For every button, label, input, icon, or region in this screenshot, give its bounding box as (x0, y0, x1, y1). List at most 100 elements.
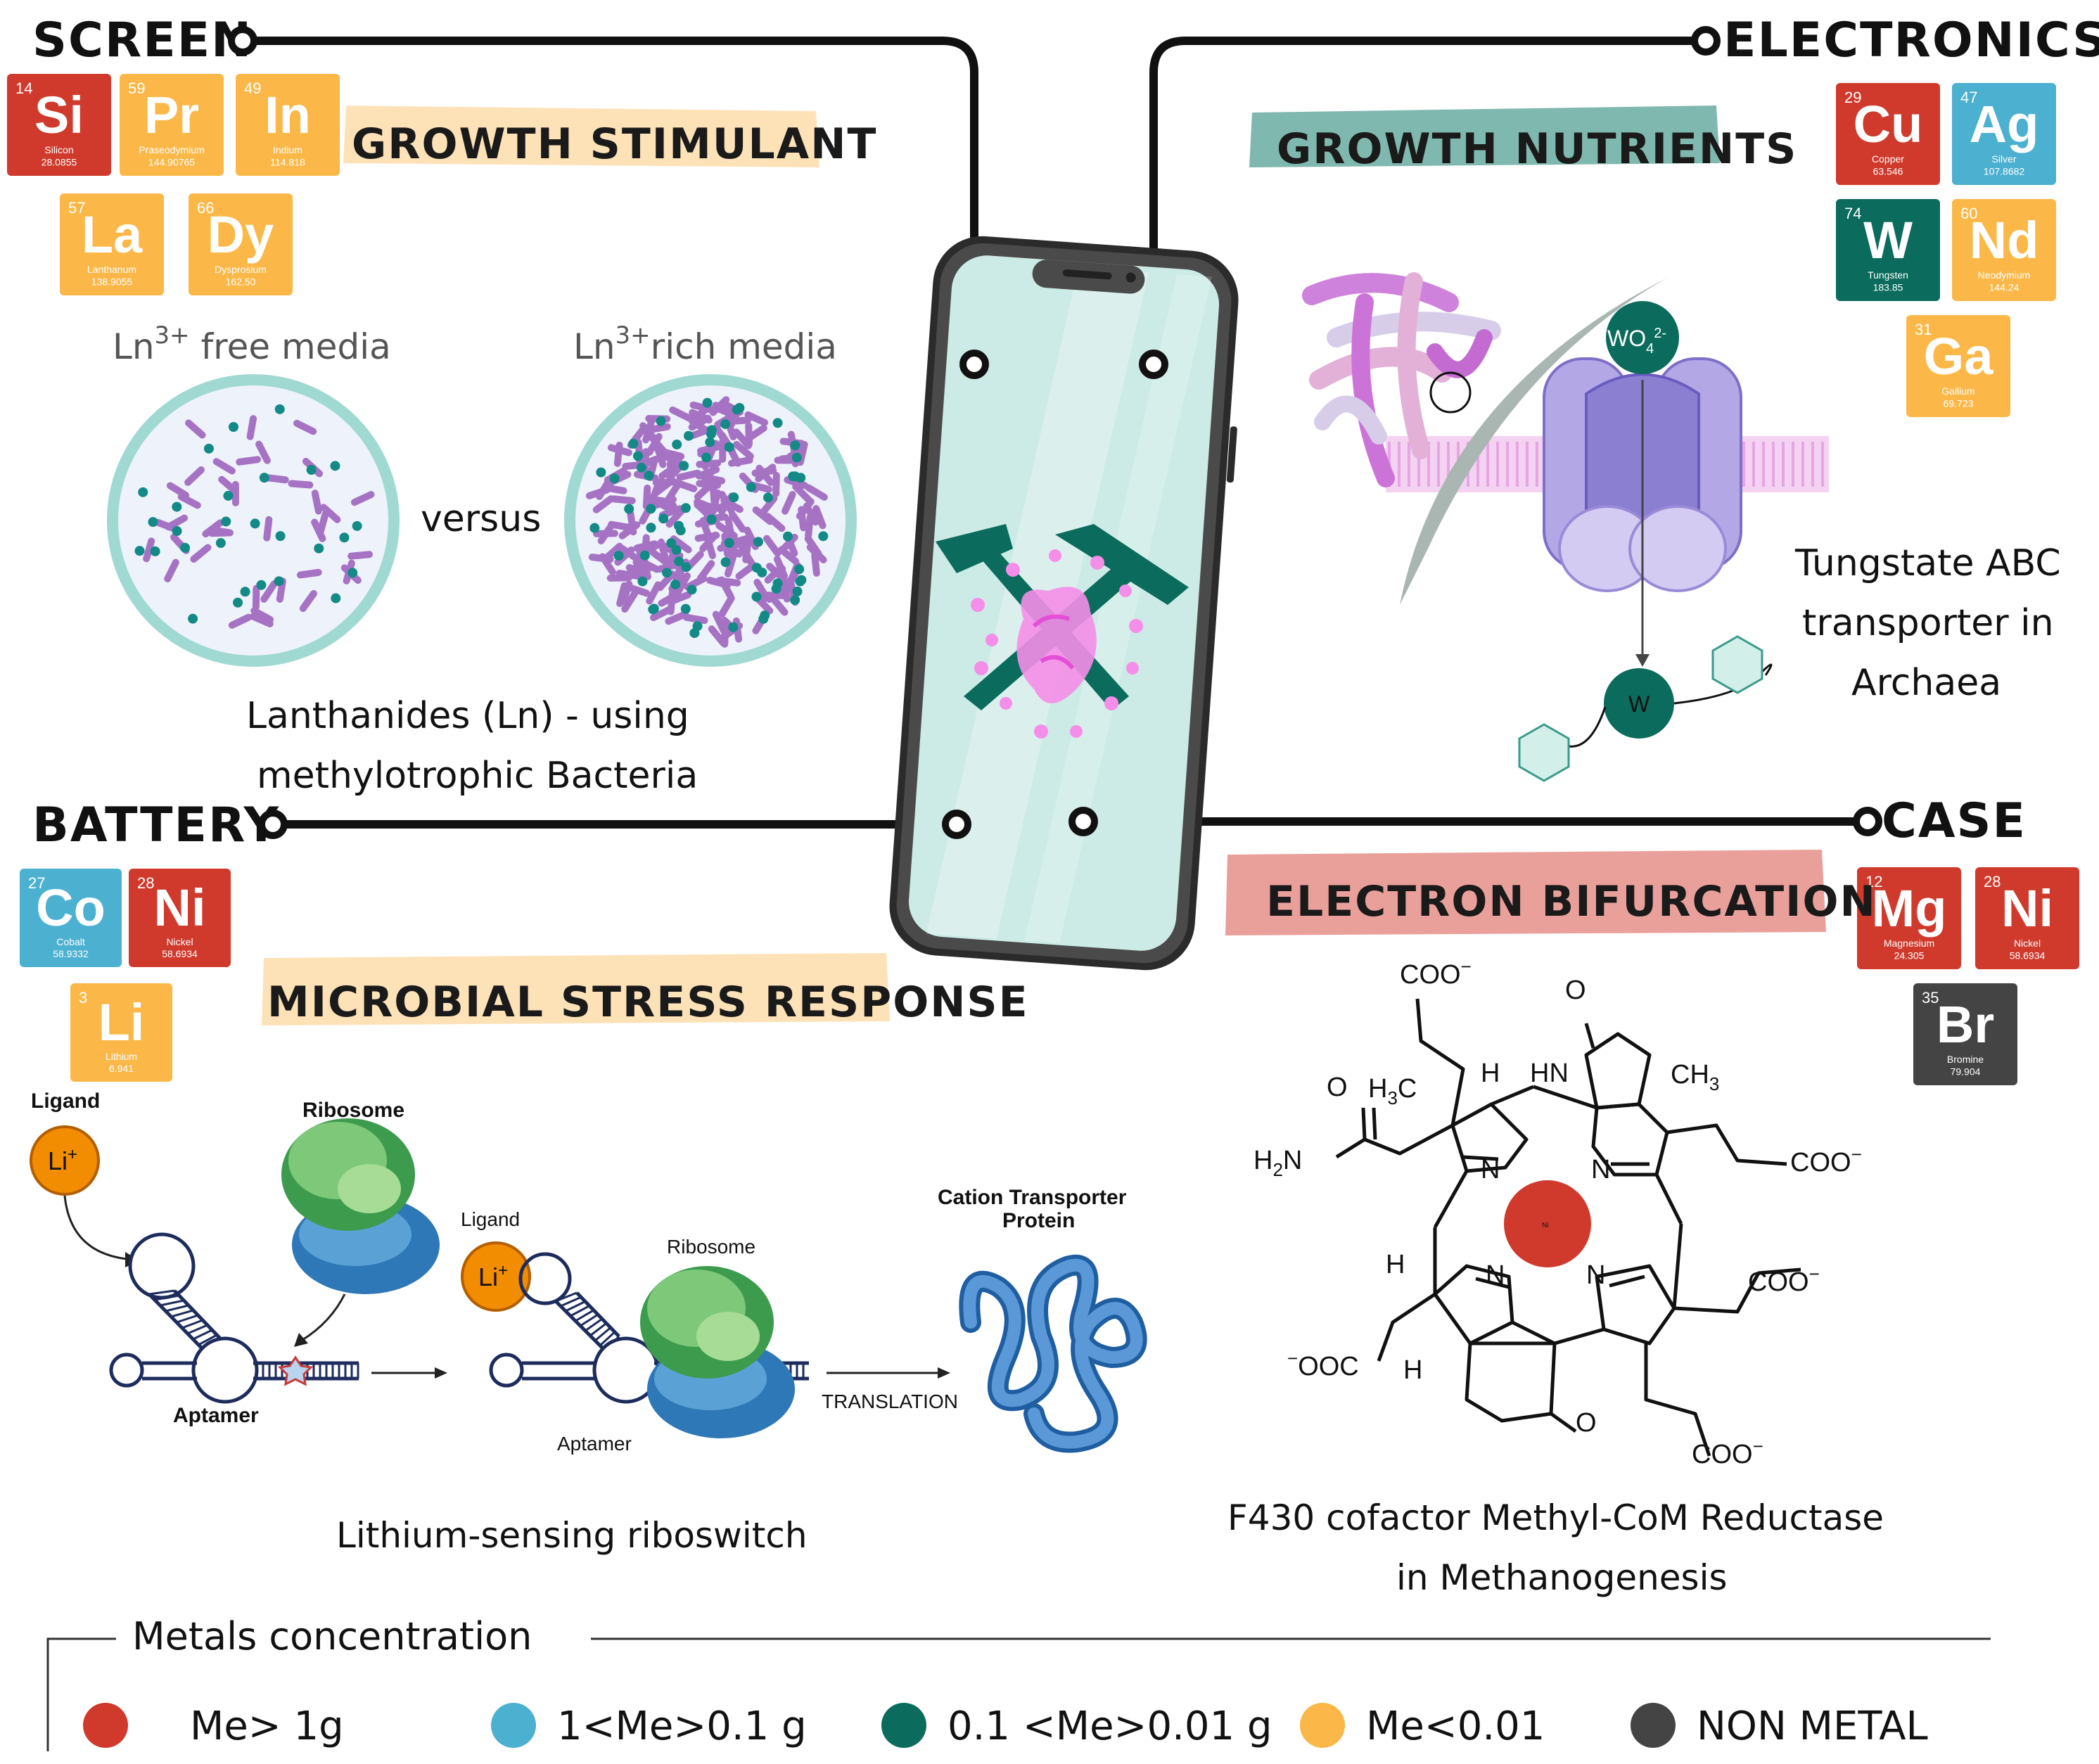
element-symbol: Ni (2001, 879, 2053, 938)
element-name: Gallium (1941, 385, 1974, 397)
f430-caption-line1: F430 cofactor Methyl-CoM Reductase (1227, 1497, 1884, 1538)
element-symbol: W (1863, 211, 1913, 269)
bacterium-rod (263, 474, 289, 484)
element-number: 57 (68, 199, 85, 217)
lithium-ion-2 (461, 1241, 531, 1312)
bacterium-rod (627, 510, 637, 536)
connector-node-electronics (1691, 26, 1721, 56)
bacterium-coccus (613, 551, 624, 561)
tungstate-label: WO42- (1607, 326, 1666, 357)
bacterium-rod (792, 483, 812, 504)
element-symbol: Co (36, 878, 106, 937)
bacterium-rod (177, 493, 201, 509)
bacterium-rod (296, 568, 322, 579)
bacterium-coccus (760, 611, 770, 621)
ribosome-label-2: Ribosome (667, 1236, 755, 1258)
element-symbol: Ag (1970, 95, 2039, 153)
tungstate-caption-line1: Tungstate ABC (1794, 542, 2061, 584)
element-name: Cobalt (56, 936, 85, 947)
bacterium-rod (621, 589, 639, 613)
bacterium-rod (805, 484, 828, 501)
aptamer-label-2: Aptamer (557, 1433, 632, 1455)
phone-side-button (1226, 426, 1237, 483)
bacterium-coccus (330, 461, 340, 471)
bacterium-rod (672, 479, 698, 492)
connector-node-battery (258, 810, 288, 839)
bacterium-rod (694, 480, 715, 501)
element-number: 74 (1844, 205, 1861, 222)
bacterium-rod (657, 538, 670, 563)
bacterium-rod (592, 495, 615, 513)
bacterium-rod (252, 584, 260, 611)
bacterium-coccus (751, 563, 762, 573)
bacterium-coccus (728, 622, 739, 632)
bacterium-coccus (679, 461, 689, 471)
ligand-label-1: Ligand (31, 1089, 100, 1113)
bacterium-rod (347, 551, 373, 560)
bacterium-rod (700, 465, 717, 488)
bacterium-coccus (636, 462, 646, 473)
legend-item-me-1-to-01: 1<Me>0.1 g (491, 1703, 807, 1749)
bacterium-rod (592, 530, 618, 537)
chem-n1: N (1481, 1155, 1500, 1184)
element-symbol: Ga (1924, 327, 1994, 385)
bacterium-coccus (724, 537, 734, 548)
chem-h-left: H (1386, 1250, 1405, 1279)
bacterium-coccus (172, 526, 182, 537)
bacterium-rod (249, 613, 274, 627)
chem-coo-right2: COO− (1748, 1263, 1820, 1297)
bacterium-coccus (259, 473, 269, 483)
lithium-ion-2-label: Li+ (478, 1261, 508, 1291)
bacterium-rod (602, 542, 623, 562)
bacterium-coccus (772, 418, 783, 428)
bacterium-coccus (233, 597, 243, 608)
element-number: 66 (197, 199, 214, 217)
element-number: 12 (1865, 873, 1882, 890)
bacterium-rod (665, 507, 686, 528)
bacterium-coccus (673, 520, 684, 531)
legend-label: NON METAL (1697, 1704, 1928, 1749)
electron-bifurcation-title: ELECTRON BIFURCATION (1266, 877, 1877, 926)
element-mass: 69.723 (1944, 398, 1974, 409)
smartphone (889, 236, 1239, 971)
element-name: Copper (1872, 153, 1904, 165)
bacterium-coccus (649, 603, 659, 614)
bacteria-dense (585, 396, 829, 648)
element-name: Neodymium (1978, 269, 2031, 281)
legend-title: Metals concentration (132, 1614, 532, 1658)
connector-screen (238, 37, 978, 369)
bacterium-coccus (763, 492, 774, 503)
bacterium-coccus (656, 416, 666, 426)
legend-swatch (1631, 1703, 1676, 1748)
chem-o-top: O (1565, 976, 1586, 1005)
element-name: Bromine (1947, 1054, 1984, 1065)
bacterium-coccus (347, 568, 358, 578)
element-mass: 162.50 (226, 276, 256, 288)
legend-label: Me> 1g (190, 1704, 344, 1749)
bacterium-coccus (646, 504, 656, 514)
bacterium-coccus (306, 465, 317, 475)
element-symbol: Br (1937, 995, 1994, 1054)
bacterium-rod (669, 406, 693, 422)
bacterium-coccus (188, 613, 198, 624)
chem-coo-top: COO− (1400, 956, 1472, 990)
bacterium-coccus (705, 437, 715, 447)
bacterium-coccus (275, 531, 286, 542)
aptamer-riboswitch-1 (109, 1232, 359, 1404)
tungsten-atom (1604, 668, 1674, 739)
lanthanide-caption-line1: Lanthanides (Ln) - using (246, 695, 689, 737)
bacterium-rod (263, 516, 273, 542)
bacterium-rod (812, 505, 827, 530)
bacterium-coccus (596, 467, 606, 478)
element-name: Nickel (2014, 938, 2041, 949)
connector-node-electronics-phone (1139, 350, 1168, 379)
element-mass: 58.6934 (2010, 950, 2046, 961)
